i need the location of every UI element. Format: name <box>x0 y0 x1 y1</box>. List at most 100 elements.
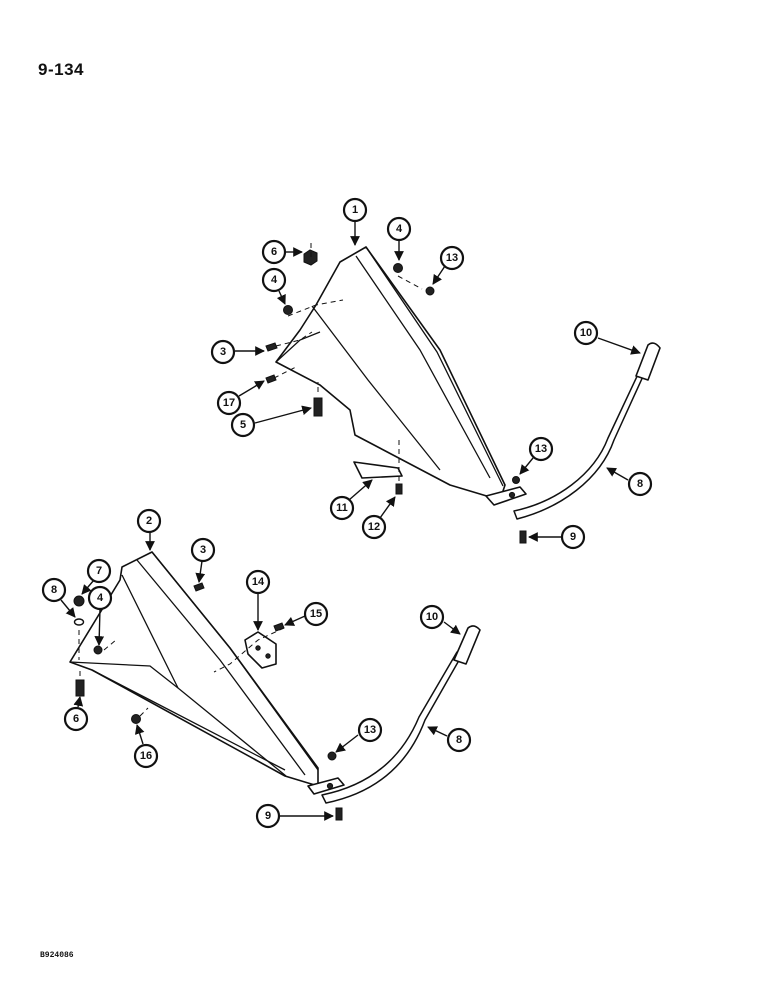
lower-bolt-3 <box>193 582 205 592</box>
svg-text:6: 6 <box>271 246 277 258</box>
callout-3-upper: 3 <box>210 339 265 365</box>
upper-dash-4 <box>287 299 344 317</box>
svg-text:13: 13 <box>446 252 458 264</box>
upper-handle-grip <box>635 342 661 381</box>
page-number: 9-134 <box>38 60 84 79</box>
lower-shield-foot <box>307 777 345 795</box>
upper-bolt-3 <box>265 342 278 352</box>
upper-shield-flange <box>275 331 321 363</box>
upper-bolt-5 <box>313 397 323 417</box>
lower-shield-assembly <box>69 551 481 821</box>
callout-13-lower: 13 <box>335 717 383 753</box>
lower-bolt-15 <box>273 622 285 632</box>
svg-text:17: 17 <box>223 397 235 409</box>
upper-shield-fold <box>355 255 491 479</box>
svg-text:3: 3 <box>220 346 226 358</box>
svg-text:5: 5 <box>240 419 246 431</box>
svg-text:4: 4 <box>97 592 104 604</box>
callout-5-lower: 6 <box>63 696 89 732</box>
svg-text:14: 14 <box>252 576 265 588</box>
svg-text:2: 2 <box>146 515 152 527</box>
lower-nut-13 <box>327 751 337 761</box>
upper-plate-11 <box>353 461 403 479</box>
lower-bolt-9 <box>335 807 343 821</box>
callout-4-upper-left: 4 <box>261 267 287 305</box>
lower-shield-flange-2 <box>91 669 286 771</box>
lower-dash-4 <box>103 639 117 651</box>
callout-9-upper: 9 <box>528 524 586 550</box>
upper-dash-13 <box>397 275 423 290</box>
callout-13-upper: 13 <box>432 245 465 285</box>
callout-1: 1 <box>342 197 368 246</box>
callout-14: 14 <box>245 569 271 631</box>
upper-nut-4 <box>283 305 293 315</box>
lower-shield-flange <box>69 661 179 689</box>
callout-5-upper: 5 <box>230 405 312 438</box>
upper-bolt-17 <box>265 374 277 384</box>
upper-bolt-12 <box>395 483 403 495</box>
callout-15: 15 <box>284 601 329 627</box>
svg-text:9: 9 <box>570 531 576 543</box>
svg-text:16: 16 <box>140 750 152 762</box>
svg-text:3: 3 <box>200 544 206 556</box>
lower-handle-rod <box>321 651 463 804</box>
svg-text:9: 9 <box>265 810 271 822</box>
svg-text:1: 1 <box>352 204 358 216</box>
upper-shield-panel <box>275 246 506 501</box>
callout-8-upper: 8 <box>606 467 653 497</box>
upper-shield-fold-2 <box>365 246 504 487</box>
upper-nut-13b <box>512 476 520 484</box>
bracket-hole-1 <box>255 645 261 651</box>
upper-shield-fold-3 <box>311 305 441 471</box>
callout-11: 11 <box>329 479 373 521</box>
svg-text:12: 12 <box>368 521 380 533</box>
upper-nut-13 <box>425 286 435 296</box>
lower-foot-hole <box>326 782 334 790</box>
callout-4-upper-right: 4 <box>386 216 412 261</box>
upper-bolt-9 <box>519 530 527 544</box>
callout-10-lower: 10 <box>419 604 461 635</box>
callout-10-upper: 10 <box>573 320 641 355</box>
upper-nut-4b <box>393 263 403 273</box>
callout-9-lower: 9 <box>255 803 334 829</box>
svg-text:10: 10 <box>426 611 438 623</box>
callout-2: 2 <box>136 508 162 551</box>
lower-dash-15 <box>213 627 285 673</box>
svg-text:4: 4 <box>271 274 278 286</box>
lower-handle-grip <box>453 625 481 665</box>
callout-3-lower: 3 <box>190 537 216 583</box>
svg-text:4: 4 <box>396 223 403 235</box>
svg-text:8: 8 <box>51 584 57 596</box>
upper-shield-foot <box>485 486 527 506</box>
callout-12: 12 <box>361 496 396 540</box>
svg-text:13: 13 <box>364 724 376 736</box>
svg-text:7: 7 <box>96 565 102 577</box>
callout-16: 16 <box>133 724 159 769</box>
upper-shield-assembly <box>265 243 661 544</box>
svg-text:15: 15 <box>310 608 322 620</box>
upper-foot-hole <box>508 491 516 499</box>
callout-4-lower: 4 <box>87 585 113 646</box>
lower-shield-fold-2 <box>151 551 319 771</box>
lower-dash-16 <box>139 707 149 717</box>
lower-nut-4 <box>93 645 103 655</box>
svg-text:11: 11 <box>336 502 348 514</box>
callout-7: 8 <box>41 577 76 618</box>
callout-17: 17 <box>216 380 265 416</box>
lower-bolt-5 <box>75 679 85 697</box>
figure-code: B924086 <box>40 951 74 960</box>
svg-text:13: 13 <box>535 443 547 455</box>
callout-6-lower: 7 <box>81 558 112 595</box>
upper-nut-6 <box>303 249 318 266</box>
lower-nut-6 <box>73 595 85 607</box>
callout-6-upper: 6 <box>261 239 303 265</box>
bracket-hole-2 <box>265 653 271 659</box>
lower-bracket-14 <box>244 631 277 669</box>
callout-13-upper-foot: 13 <box>519 436 554 475</box>
svg-text:10: 10 <box>580 327 592 339</box>
svg-text:6: 6 <box>73 713 79 725</box>
svg-text:8: 8 <box>456 734 462 746</box>
lower-washer-7 <box>73 618 85 626</box>
lower-nut-16 <box>131 714 141 724</box>
